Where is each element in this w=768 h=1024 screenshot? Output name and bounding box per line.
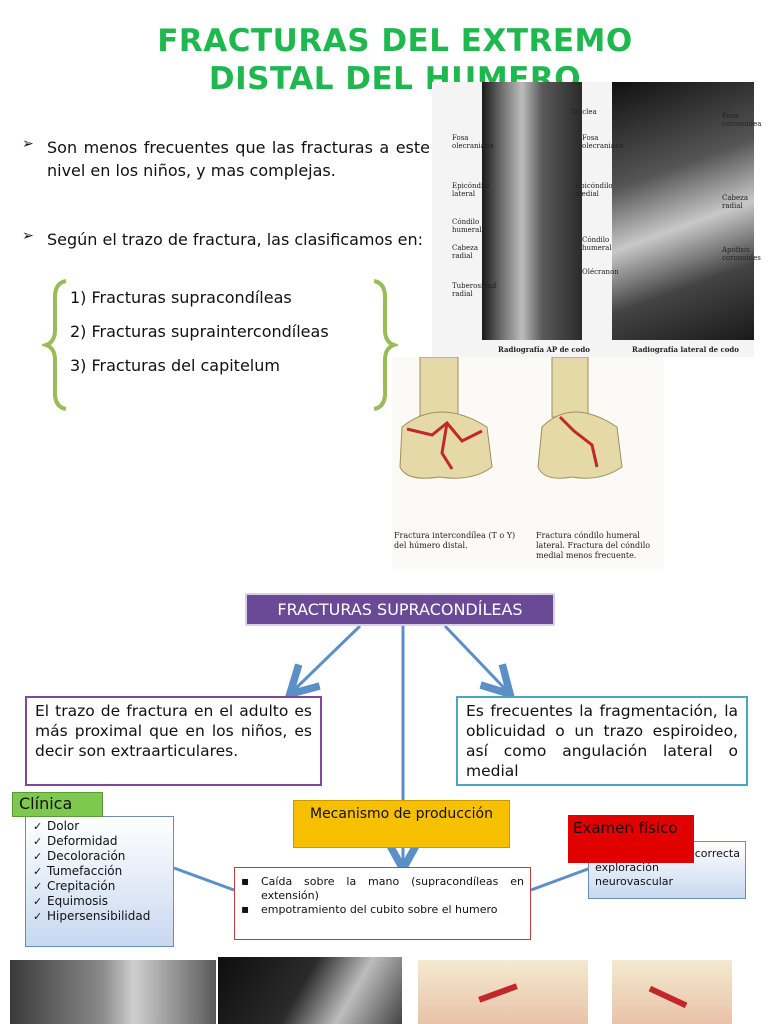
mecanismo-label: Mecanismo de producción	[293, 800, 510, 848]
classification-item-1: 1) Fracturas supracondíleas	[70, 288, 292, 307]
intro-bullet-1: ➢ Son menos frecuentes que las fracturas…	[22, 136, 430, 182]
clinica-item: Crepitación	[31, 879, 169, 894]
clinica-item: Dolor	[31, 819, 169, 834]
fragmentation-box: Es frecuentes la fragmentación, la oblic…	[456, 696, 748, 786]
xray-ap-image	[482, 82, 582, 340]
central-concept-node: FRACTURAS SUPRACONDÍLEAS	[245, 593, 555, 626]
xray-label: Fosa coronoidea	[722, 112, 762, 128]
intro-text-1: Son menos frecuentes que las fracturas a…	[47, 138, 430, 180]
intro-text-2: Según el trazo de fractura, las clasific…	[47, 230, 424, 249]
clinica-item: Decoloración	[31, 849, 169, 864]
bottom-xray-1	[10, 960, 216, 1024]
xray-label: Olécranon	[582, 268, 619, 276]
examen-label-text: Examen físico	[573, 819, 678, 837]
clinica-item: Deformidad	[31, 834, 169, 849]
clinica-label: Clínica	[12, 792, 103, 817]
clinica-item: Equimosis	[31, 894, 169, 909]
examen-label: Examen físico	[568, 815, 694, 863]
clinica-list: Dolor Deformidad Decoloración Tumefacció…	[31, 819, 169, 924]
mecanismo-label-text: Mecanismo de producción	[309, 806, 493, 822]
mecanismo-list: Caída sobre la mano (supracondíleas en e…	[235, 874, 524, 917]
xray-label: Cóndilo humeral	[452, 218, 482, 234]
xray-caption: Radiografía lateral de codo	[632, 345, 739, 354]
intro-bullet-2: ➢ Según el trazo de fractura, las clasif…	[22, 228, 430, 251]
xray-label: Epicóndilo lateral	[452, 182, 490, 198]
xray-label: Tróclea	[570, 108, 597, 116]
adult-fracture-box: El trazo de fractura en el adulto es más…	[25, 696, 322, 786]
xray-label: Cabeza radial	[722, 194, 749, 210]
xray-label: Cabeza radial	[452, 244, 479, 260]
xray-label: Fosa olecraniana	[452, 134, 494, 150]
elbow-xray-figure: Tróclea Fosa olecraniana Epicóndilo late…	[432, 82, 762, 357]
bone-caption-left: Fractura intercondílea (T o Y) del húmer…	[394, 531, 516, 550]
xray-label: Tuberosidad radial	[452, 282, 497, 298]
xray-caption: Radiografía AP de codo	[498, 345, 590, 354]
xray-label: Epicóndilo medial	[575, 182, 613, 198]
mecanismo-item: empotramiento del cubito sobre el humero	[235, 902, 524, 917]
central-concept-label: FRACTURAS SUPRACONDÍLEAS	[277, 600, 523, 619]
left-brace-icon	[42, 279, 67, 411]
arrow-bullet-icon: ➢	[22, 228, 34, 244]
bottom-xray-2	[218, 957, 402, 1024]
page-title: FRACTURAS DEL EXTREMO DISTAL DEL HUMERO	[0, 22, 768, 98]
bone-fracture-figure: Fractura intercondílea (T o Y) del húmer…	[392, 357, 664, 569]
clinica-item: Hipersensibilidad	[31, 909, 169, 924]
clinica-label-text: Clínica	[19, 794, 73, 813]
classification-item-2: 2) Fracturas supraintercondíleas	[70, 322, 329, 341]
arrow-bullet-icon: ➢	[22, 136, 34, 152]
fracture-mark	[478, 983, 518, 1003]
title-line-1: FRACTURAS DEL EXTREMO	[157, 23, 633, 59]
classification-item-3: 3) Fracturas del capitelum	[70, 356, 280, 375]
clinica-item: Tumefacción	[31, 864, 169, 879]
xray-label: Fosa olecraniana	[582, 134, 624, 150]
mecanismo-item: Caída sobre la mano (supracondíleas en e…	[235, 874, 524, 903]
bone-caption-right: Fractura cóndilo humeral lateral. Fractu…	[536, 531, 651, 560]
xray-lateral-image	[612, 82, 754, 340]
intercondylar-fracture-illustration	[399, 357, 623, 479]
xray-label: Cóndilo humeral	[582, 236, 612, 252]
bottom-illustration-2	[612, 960, 732, 1024]
xray-label: Apófisis coronoides	[722, 246, 761, 262]
clinica-box: Dolor Deformidad Decoloración Tumefacció…	[25, 816, 174, 947]
right-brace-icon	[373, 279, 398, 411]
mecanismo-box: Caída sobre la mano (supracondíleas en e…	[234, 867, 531, 940]
bottom-illustration-1	[418, 960, 588, 1024]
fracture-mark	[648, 985, 688, 1009]
